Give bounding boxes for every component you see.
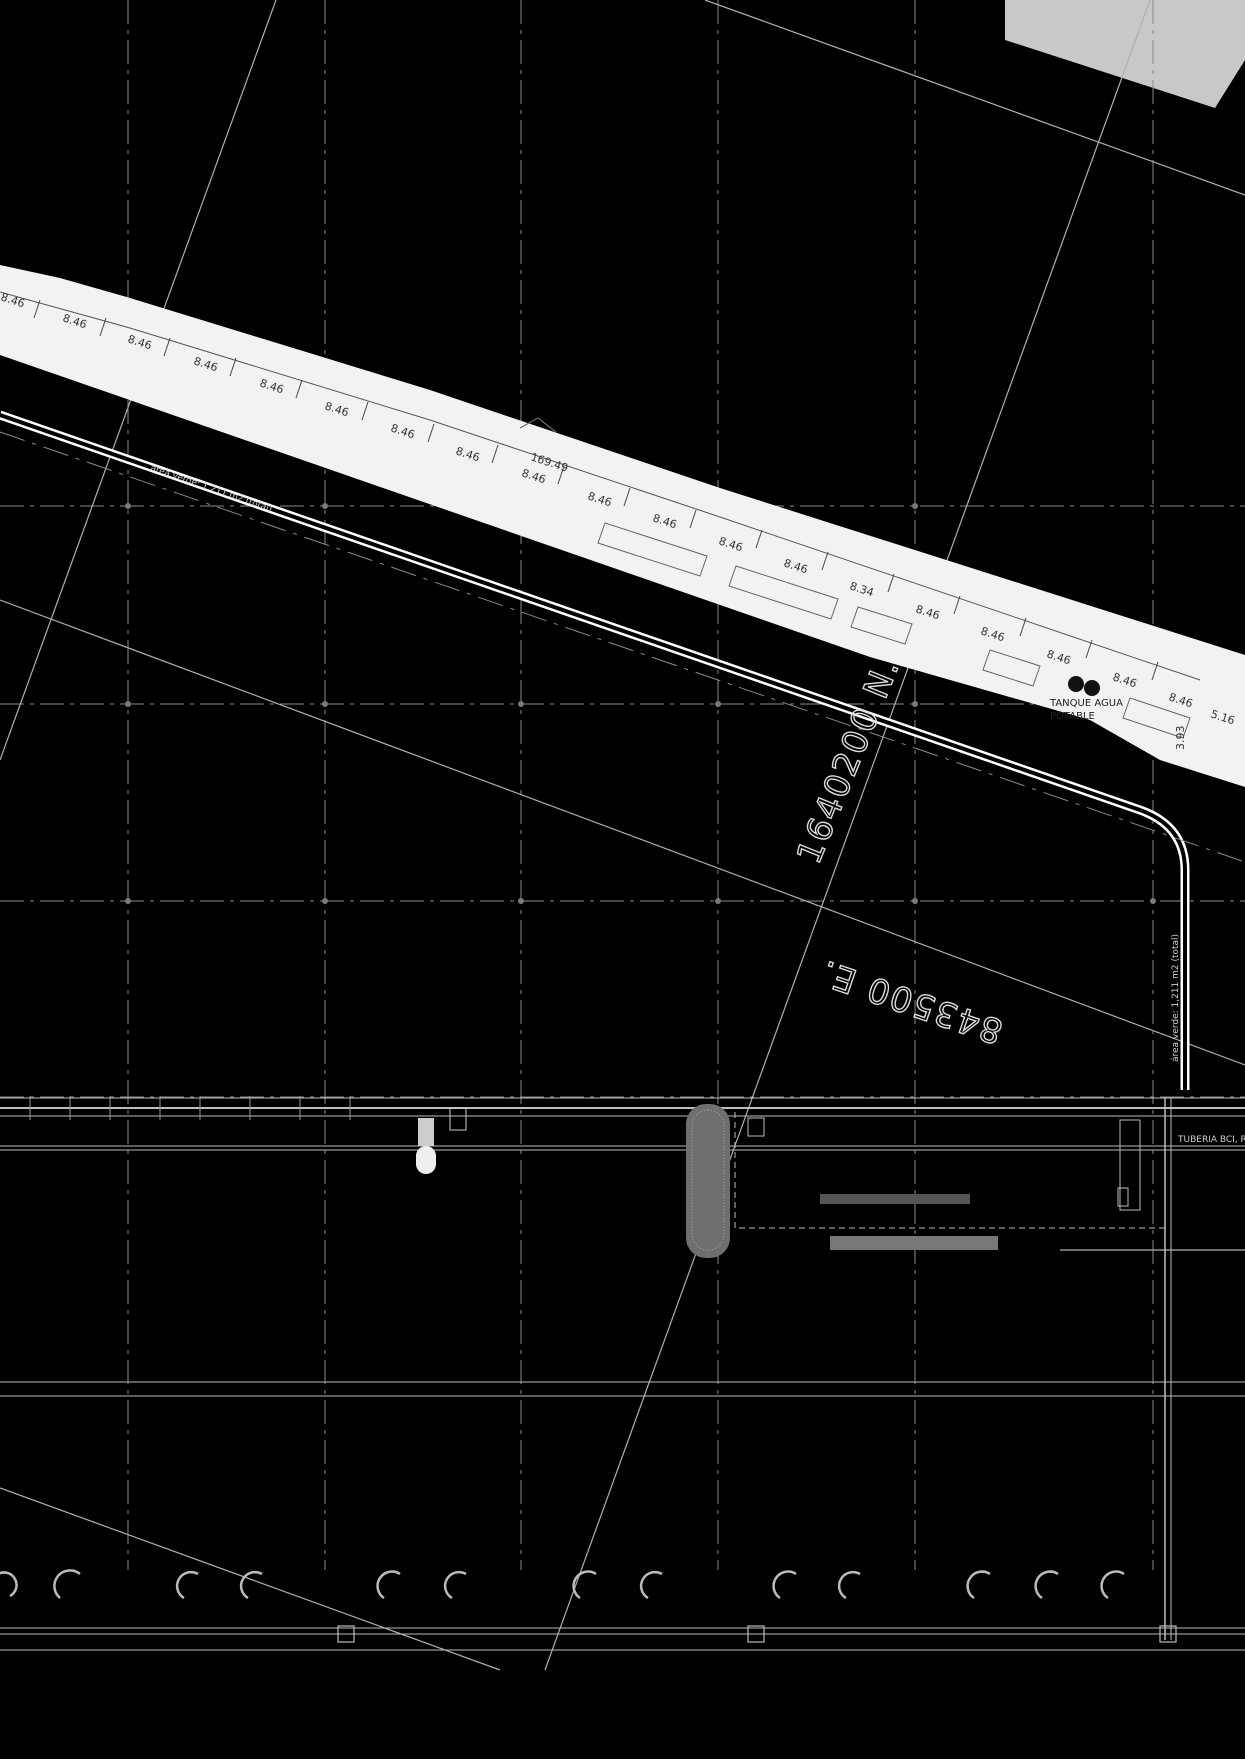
equipment-hatch: [830, 1236, 998, 1250]
tree-arc-symbols: [0, 1569, 1125, 1600]
side-dimension-label: 3.93: [1174, 726, 1187, 751]
hydrant-symbol: [416, 1107, 467, 1174]
road-marker: [519, 417, 557, 433]
road-centerline: [0, 291, 1201, 681]
stippled-planter: [686, 1104, 730, 1258]
tank-icon: [1084, 680, 1100, 696]
building-footprint: [1005, 0, 1245, 108]
equipment-block: [734, 1107, 1166, 1229]
equipment-hatch: [820, 1194, 970, 1204]
parking-outlines: [597, 522, 1191, 739]
fence-posts: [29, 1096, 351, 1120]
road-ticks: [33, 299, 1159, 681]
road-band: [0, 265, 1245, 787]
tank-label: POTABLE: [1050, 711, 1095, 722]
stippled-planter-detail: [691, 1109, 725, 1251]
green-area-boundary: [0, 410, 1245, 1090]
tank-icon: [1068, 676, 1084, 692]
pipe-label: TUBERIA BCI, R: [1177, 1135, 1245, 1145]
green-area-vertical-label: área verde: 1,211 m2 (total): [1171, 934, 1181, 1062]
manhole-symbols: [337, 1625, 1177, 1643]
tank-label: TANQUE AGUA: [1049, 698, 1123, 709]
grid-vertical: [127, 0, 1154, 1570]
